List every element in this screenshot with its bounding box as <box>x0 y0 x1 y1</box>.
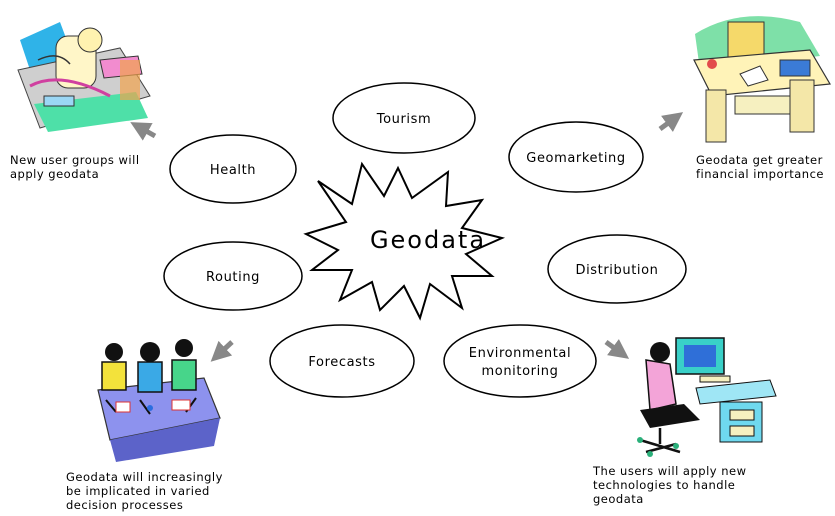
desk-clipart-icon <box>693 16 831 143</box>
topic-label: Geomarketing <box>526 151 625 166</box>
topic-routing: Routing <box>163 241 303 311</box>
topic-distribution: Distribution <box>547 234 687 304</box>
topic-label: Distribution <box>575 263 658 278</box>
arrow-top-right <box>658 112 684 132</box>
arrows <box>130 112 684 362</box>
relaxing-person-clipart-icon <box>17 22 151 132</box>
topic-environmental-monitoring: Environmental monitoring <box>443 324 597 398</box>
topic-geomarketing: Geomarketing <box>508 121 644 193</box>
topic-label-line2: monitoring <box>482 364 559 379</box>
meeting-group-clipart-icon <box>97 339 221 462</box>
arrow-bottom-right <box>604 339 630 359</box>
arrow-bottom-left <box>210 340 234 362</box>
star-shape <box>303 161 506 321</box>
topic-tourism: Tourism <box>332 82 476 154</box>
topic-forecasts: Forecasts <box>269 324 415 398</box>
topic-label-line1: Environmental <box>469 346 571 361</box>
caption-new-user-groups: New user groups will apply geodata <box>10 153 140 181</box>
topic-health: Health <box>169 134 297 204</box>
computer-user-clipart-icon <box>637 337 777 457</box>
arrow-top-left <box>130 122 157 141</box>
center-label: Geodata <box>370 226 486 254</box>
caption-new-technologies: The users will apply new technologies to… <box>593 464 747 506</box>
topic-label: Health <box>210 163 256 178</box>
topic-label: Tourism <box>376 112 432 127</box>
caption-financial-importance: Geodata get greater financial importance <box>696 153 824 181</box>
geodata-star: Geodata <box>303 161 506 321</box>
caption-decision-processes: Geodata will increasingly be implicated … <box>66 470 223 512</box>
topic-label: Forecasts <box>308 355 375 370</box>
topic-label: Routing <box>206 270 260 285</box>
